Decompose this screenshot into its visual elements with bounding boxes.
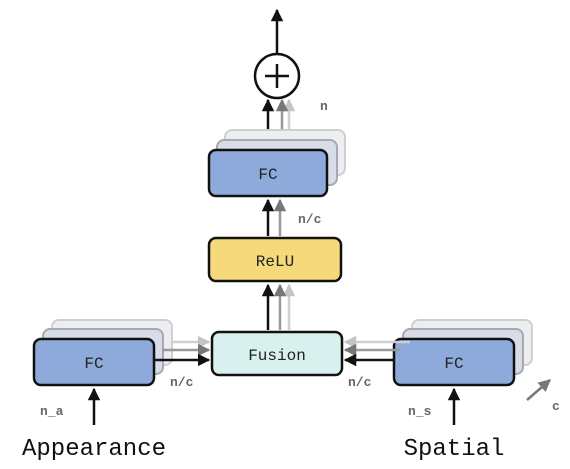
- appearance-label: Appearance: [22, 436, 166, 463]
- fc-top-label: FC: [258, 166, 277, 184]
- label-nc-mid: n/c: [298, 212, 322, 227]
- label-n-top: n: [320, 99, 328, 114]
- label-c: c: [552, 399, 560, 414]
- sum-node: [253, 52, 301, 100]
- fc-left-box: [32, 337, 156, 387]
- fc-top-box: [207, 148, 329, 198]
- relu-label: ReLU: [256, 253, 294, 271]
- fc-right-box: [392, 337, 516, 387]
- label-n-s: n_s: [408, 404, 432, 419]
- label-nc-left: n/c: [170, 375, 194, 390]
- fc-left-label: FC: [84, 355, 103, 373]
- fc-right-label: FC: [444, 355, 463, 373]
- spatial-label: Spatial: [404, 436, 505, 463]
- relu-box: [207, 236, 343, 283]
- fusion-box: [210, 330, 344, 377]
- fusion-label: Fusion: [248, 347, 306, 365]
- label-n-a: n_a: [40, 404, 64, 419]
- channel-direction-arrow: [526, 379, 551, 401]
- label-nc-right: n/c: [348, 375, 372, 390]
